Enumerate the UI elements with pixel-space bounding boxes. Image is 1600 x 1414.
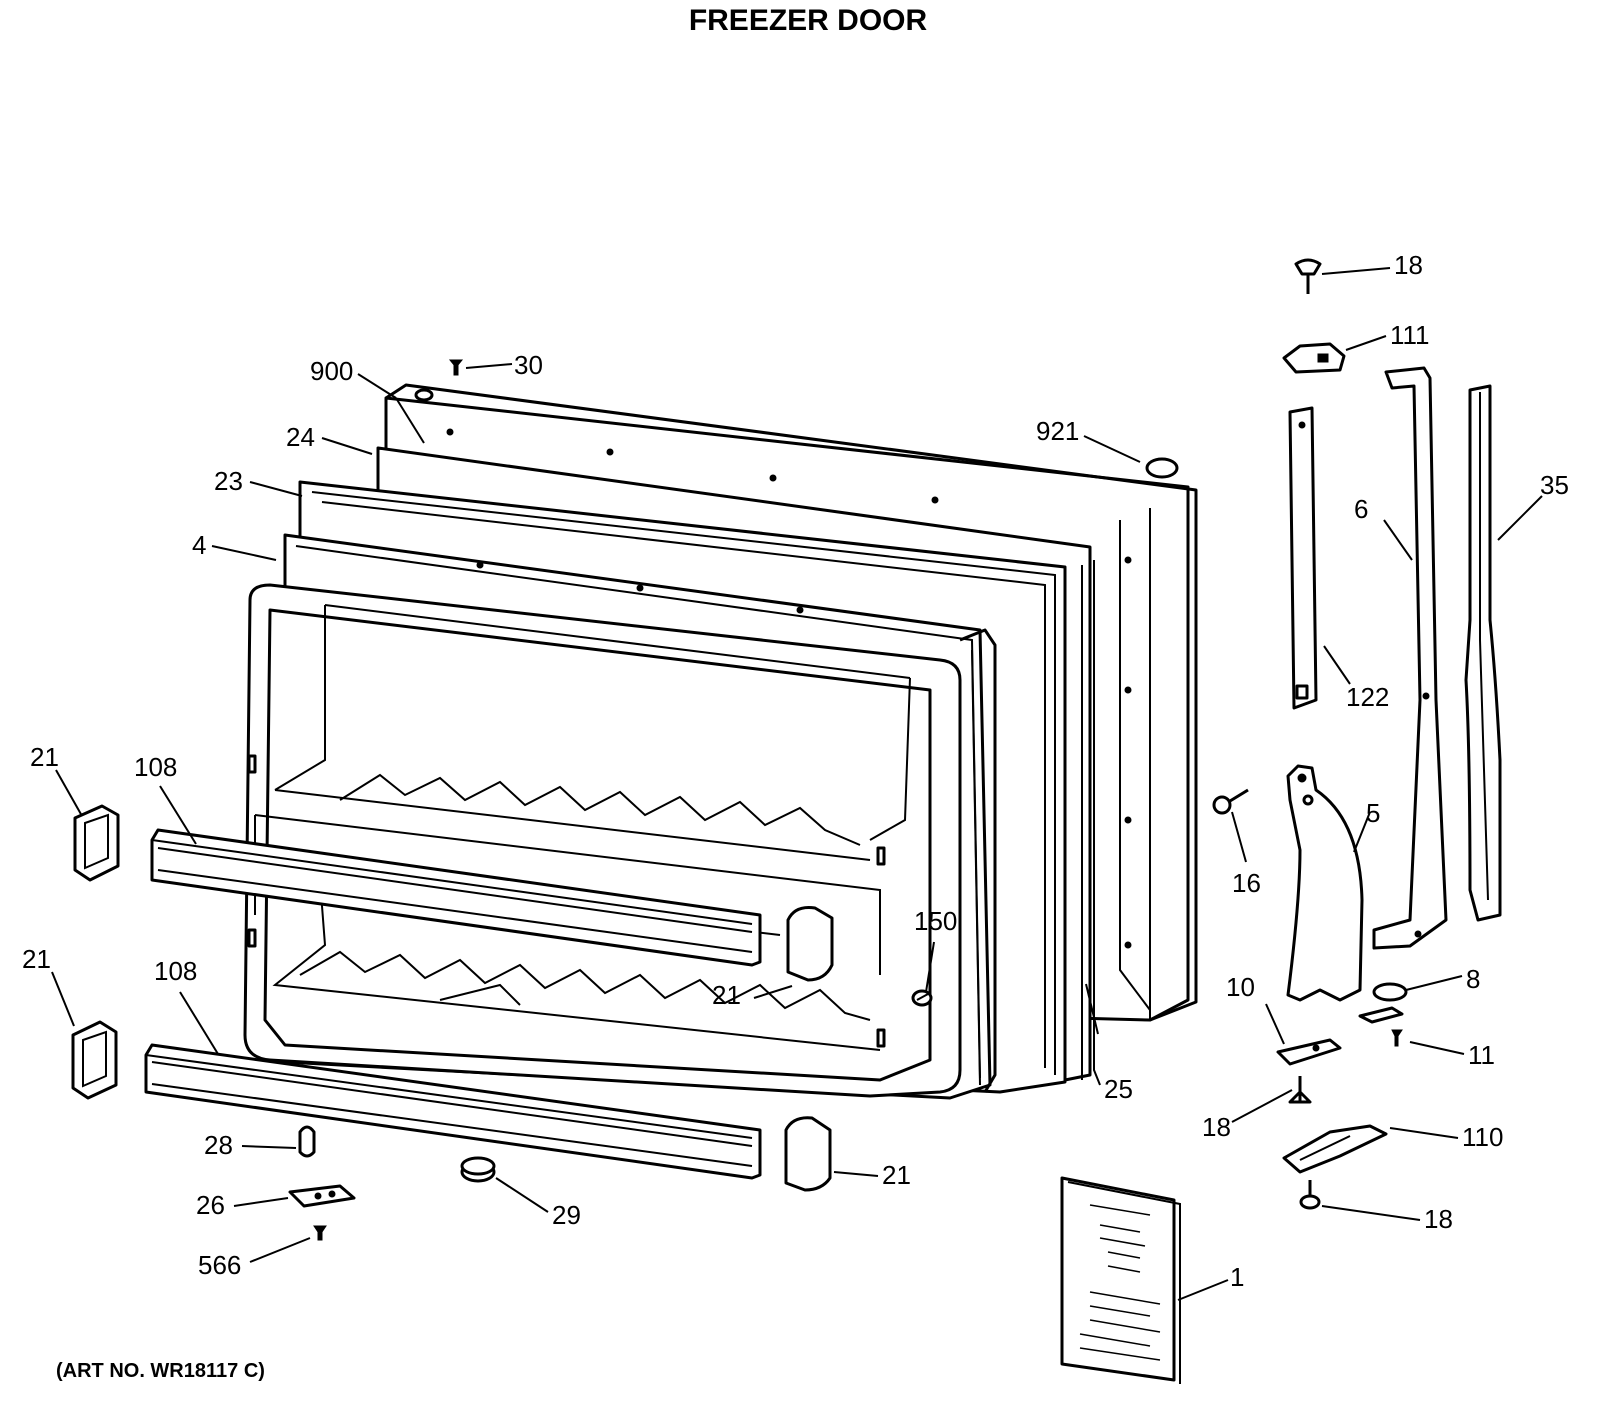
callout-111: 111 — [1390, 320, 1430, 350]
shelf-end-cap-upper-right — [786, 906, 834, 982]
screw-18-middle — [1288, 1076, 1312, 1104]
hinge-bracket-110 — [1282, 1124, 1388, 1174]
screw-16 — [1212, 788, 1249, 815]
callout-5: 5 — [1366, 798, 1380, 828]
leader-lines — [51, 267, 1543, 1301]
callout-110: 110 — [1462, 1122, 1503, 1152]
callout-24: 24 — [286, 422, 315, 452]
screw-18-bottom — [1299, 1180, 1321, 1210]
instruction-booklet — [1060, 1176, 1181, 1384]
handle-bracket-5 — [1286, 764, 1364, 1002]
callout-28: 28 — [204, 1130, 233, 1160]
door-shelf-upper — [150, 828, 762, 967]
callout-35: 35 — [1540, 470, 1569, 500]
callout-21-upper-left: 21 — [30, 742, 59, 772]
callout-8: 8 — [1466, 964, 1480, 994]
shelf-end-cap-lower-left — [71, 1020, 118, 1100]
callout-150: 150 — [914, 906, 957, 936]
callout-900: 900 — [310, 356, 353, 386]
screw-28 — [298, 1125, 316, 1158]
callout-18-middle: 18 — [1202, 1112, 1231, 1142]
callout-30: 30 — [514, 350, 543, 380]
hinge-10 — [1276, 1038, 1342, 1066]
callout-21-upper-right: 21 — [712, 980, 741, 1010]
rail-122 — [1288, 406, 1318, 710]
diagram-title: FREEZER DOOR — [689, 4, 928, 37]
screw-18-top — [1294, 258, 1322, 294]
callout-26: 26 — [196, 1190, 225, 1220]
plug-29 — [460, 1156, 496, 1183]
callout-4: 4 — [192, 530, 206, 560]
shelf-end-cap-upper-left — [73, 804, 120, 882]
part-8 — [1358, 982, 1408, 1024]
plug-150 — [911, 989, 933, 1007]
callout-16: 16 — [1232, 868, 1261, 898]
callout-25: 25 — [1104, 1074, 1133, 1104]
callout-566: 566 — [198, 1250, 241, 1280]
bracket-26 — [288, 1184, 356, 1208]
art-number: (ART NO. WR18117 C) — [56, 1360, 265, 1382]
callout-18-top: 18 — [1394, 250, 1423, 280]
callout-122: 122 — [1346, 682, 1389, 712]
callout-1: 1 — [1230, 1262, 1244, 1292]
door-shelf-lower — [144, 1043, 762, 1180]
callout-108-upper: 108 — [134, 752, 177, 782]
callout-23: 23 — [214, 466, 243, 496]
callout-108-lower: 108 — [154, 956, 197, 986]
handle-trim-6 — [1372, 366, 1448, 950]
handle-35 — [1464, 384, 1502, 922]
callout-21-lower-right: 21 — [882, 1160, 911, 1190]
callout-10: 10 — [1226, 972, 1255, 1002]
hinge-111 — [1282, 342, 1346, 374]
shelf-end-cap-lower-right — [784, 1116, 832, 1192]
callout-21-lower-left: 21 — [22, 944, 51, 974]
callout-11: 11 — [1468, 1040, 1495, 1070]
callout-labels: 900 30 24 23 4 921 18 111 6 35 122 5 16 … — [22, 250, 1569, 1292]
callout-6: 6 — [1354, 494, 1368, 524]
callout-921: 921 — [1036, 416, 1079, 446]
callout-29: 29 — [552, 1200, 581, 1230]
liner-shelf-ribs — [299, 773, 871, 1021]
screw-30 — [448, 359, 464, 376]
inner-door-liner — [243, 583, 997, 1098]
screw-11 — [1391, 1029, 1403, 1047]
screw-566 — [313, 1225, 327, 1241]
callout-18-bottom: 18 — [1424, 1204, 1453, 1234]
